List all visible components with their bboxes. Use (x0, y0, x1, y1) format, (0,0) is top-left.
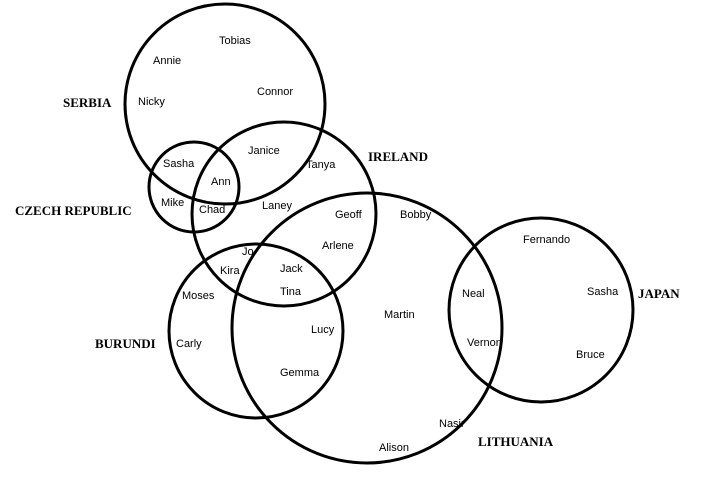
name-kira: Kira (220, 265, 240, 277)
name-nasir: Nasir (439, 418, 465, 430)
name-vernon: Vernon (467, 337, 502, 349)
ireland-circle (190, 120, 378, 308)
ireland-label: IRELAND (368, 149, 428, 164)
name-moses: Moses (182, 290, 215, 302)
lithuania-circle (230, 191, 504, 465)
name-alison: Alison (379, 442, 409, 454)
lithuania-label: LITHUANIA (478, 434, 554, 449)
serbia-label: SERBIA (63, 95, 112, 110)
japan-circle (447, 216, 635, 404)
name-jack: Jack (280, 263, 303, 275)
name-ann: Ann (211, 176, 231, 188)
name-mike: Mike (161, 197, 184, 209)
name-bruce: Bruce (576, 349, 605, 361)
name-jo: Jo (242, 246, 254, 258)
name-sasha-czech: Sasha (163, 158, 195, 170)
name-annie: Annie (153, 55, 181, 67)
name-tina: Tina (280, 286, 302, 298)
name-bobby: Bobby (400, 209, 432, 221)
burundi-label: BURUNDI (95, 336, 156, 351)
name-geoff: Geoff (335, 209, 363, 221)
name-laney: Laney (262, 200, 292, 212)
name-gemma: Gemma (280, 367, 320, 379)
name-tobias: Tobias (219, 35, 251, 47)
name-janice: Janice (248, 145, 280, 157)
name-sasha-japan: Sasha (587, 286, 619, 298)
burundi-circle (167, 242, 345, 420)
name-neal: Neal (462, 288, 485, 300)
japan-label: JAPAN (638, 286, 680, 301)
name-fernando: Fernando (523, 234, 570, 246)
serbia-circle (123, 2, 327, 206)
czech-republic-label: CZECH REPUBLIC (15, 203, 132, 218)
name-connor: Connor (257, 86, 293, 98)
name-nicky: Nicky (138, 96, 165, 108)
name-tanya: Tanya (306, 159, 336, 171)
name-martin: Martin (384, 309, 415, 321)
name-lucy: Lucy (311, 324, 335, 336)
name-arlene: Arlene (322, 240, 354, 252)
name-chad: Chad (199, 204, 225, 216)
name-carly: Carly (176, 338, 202, 350)
